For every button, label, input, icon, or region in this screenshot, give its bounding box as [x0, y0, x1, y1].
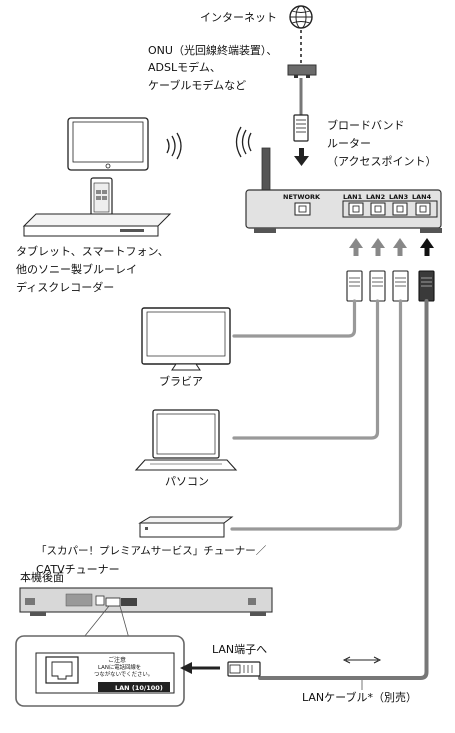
tv-label: ブラビア — [159, 375, 203, 388]
router-device: NETWORK LAN1 LAN2 LAN3 LAN4 — [235, 126, 442, 233]
port-label-lan3: LAN3 — [389, 193, 408, 201]
arrow-down-icon — [294, 148, 309, 166]
stb-label-line1: 「スカパー！プレミアムサービス」チューナー／ — [36, 545, 267, 557]
inset-caution-line1: LANに電話回線を — [98, 663, 141, 671]
port-label-lan4: LAN4 — [412, 193, 432, 201]
modem-label-line3: ケーブルモデムなど — [148, 79, 247, 92]
port-label-network: NETWORK — [283, 193, 321, 201]
port-label-lan2: LAN2 — [366, 193, 385, 201]
rear-panel-label: 本機後面 — [20, 571, 64, 584]
tablet-device — [67, 117, 149, 171]
ethernet-plug-icon — [293, 114, 309, 142]
recorder-device — [22, 213, 172, 237]
globe-icon — [289, 5, 313, 29]
modem-device — [287, 64, 317, 78]
port-label-lan1: LAN1 — [343, 193, 363, 201]
set-top-box-device — [138, 516, 234, 538]
router-cable-plugs — [346, 270, 435, 302]
tablet-label-line3: ディスクレコーダー — [16, 281, 115, 294]
tv-device — [141, 307, 231, 371]
lan-cables — [230, 299, 429, 680]
wifi-signal-icon — [235, 126, 252, 158]
arrow-left-icon — [180, 662, 220, 674]
internet-label: インターネット — [200, 11, 277, 24]
router-port-network — [294, 202, 311, 216]
lan-cable-label: LANケーブル*（別売） — [302, 691, 417, 704]
pc-label: パソコン — [165, 475, 209, 488]
arrow-up-icon — [349, 238, 434, 256]
router-label-line2: ルーター — [327, 137, 371, 150]
tablet-label-line2: 他のソニー製ブルーレイ — [16, 263, 137, 276]
player-rear-panel — [19, 587, 273, 616]
inset-port-label: LAN (10/100) — [115, 684, 163, 692]
wifi-signal-icon — [166, 132, 182, 160]
lan-port-inset — [15, 635, 185, 707]
router-lan-port-group — [342, 200, 438, 218]
smartphone-device — [90, 177, 113, 219]
modem-label-line1: ONU（光回線終端装置）、 — [148, 44, 278, 57]
modem-label-line2: ADSLモデム、 — [148, 61, 221, 74]
inset-caution-title: ご注意 — [108, 656, 126, 664]
router-label-line3: （アクセスポイント） — [327, 155, 437, 168]
stb-label-line2: CATVチューナー — [36, 563, 120, 576]
inset-caution-line2: つながないでください。 — [94, 670, 153, 678]
ethernet-plug-icon — [227, 661, 261, 677]
router-label-line1: ブロードバンド — [327, 119, 405, 132]
lan-terminal-label: LAN端子へ — [212, 643, 268, 656]
tablet-label-line1: タブレット、スマートフォン、 — [16, 245, 169, 258]
double-arrow-icon — [342, 656, 382, 664]
pc-device — [134, 409, 238, 471]
